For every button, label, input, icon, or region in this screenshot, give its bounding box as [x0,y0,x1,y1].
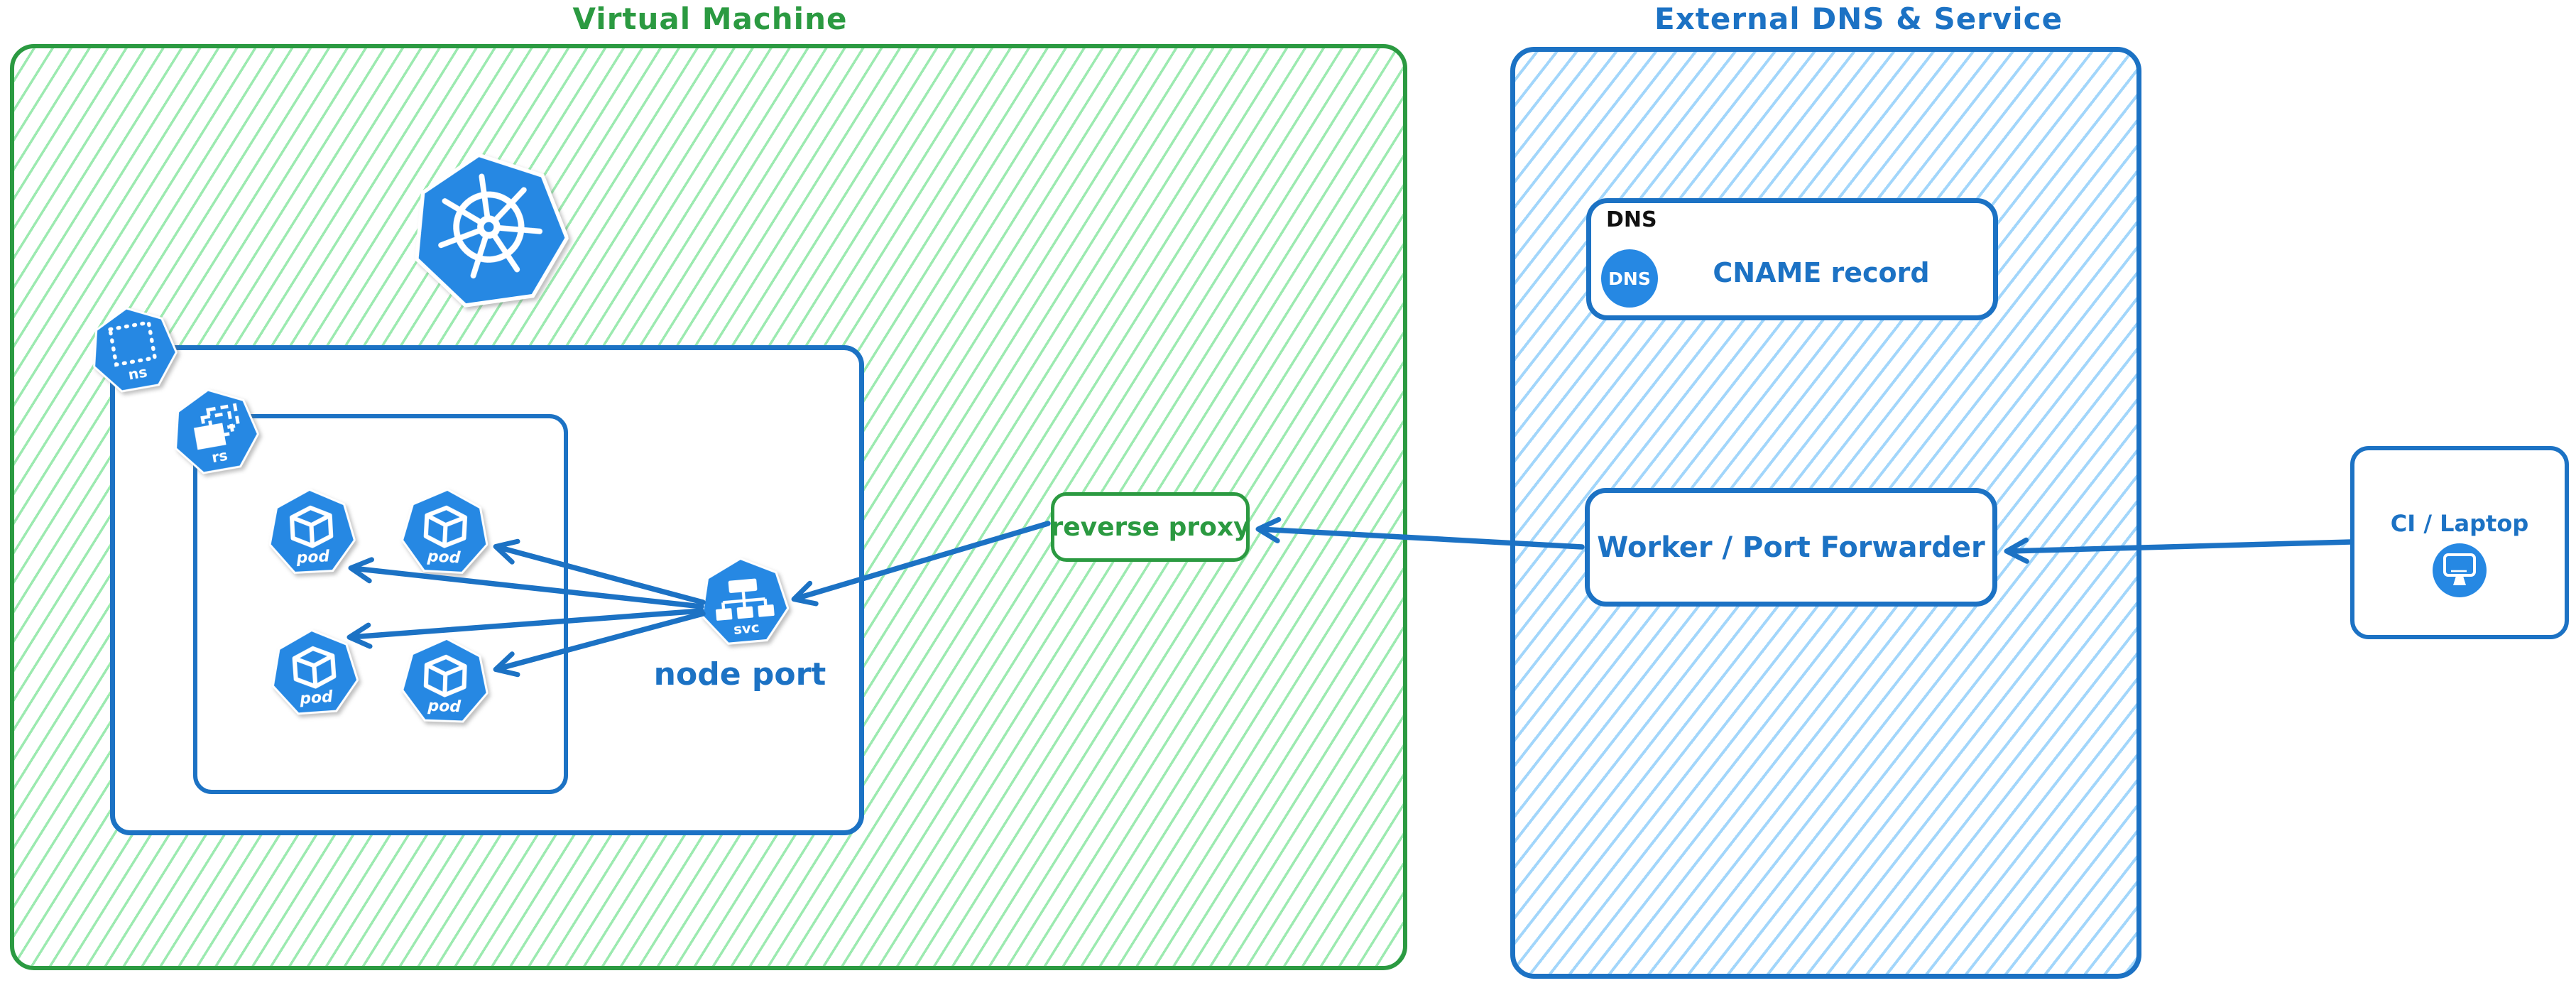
virtual-machine-title: Virtual Machine [572,1,848,36]
dns-badge-icon: DNS [1601,249,1658,308]
ci-laptop-label: CI / Laptop [2390,510,2529,537]
pod-label: pod [427,697,462,717]
namespace-icon-label: ns [127,363,148,383]
pod-icon-4: pod [401,637,489,723]
replicaset-icon: rs [175,389,260,474]
replicaset-box [193,414,568,794]
pod-label: pod [295,548,330,567]
pod-label: pod [298,688,333,708]
pod-icon-2: pod [400,488,489,575]
dns-record-box [1586,198,1998,320]
ci-laptop-box: CI / Laptop [2350,446,2569,639]
replicaset-icon-label: rs [210,447,229,466]
pod-icon-3: pod [271,629,359,715]
namespace-icon: ns [93,307,178,393]
pod-label: pod [426,548,461,567]
worker-port-forwarder-label: Worker / Port Forwarder [1597,531,1985,564]
cname-record-label: CNAME record [1713,257,1930,288]
kubernetes-icon [415,153,569,308]
node-port-caption: node port [653,656,826,693]
service-icon-label: svc [733,619,760,638]
monitor-icon [2433,543,2487,597]
pod-icon-1: pod [268,488,356,575]
reverse-proxy-label: reverse proxy [1050,512,1250,542]
external-dns-service-title: External DNS & Service [1654,1,2063,36]
dns-tag-label: DNS [1606,207,1657,232]
dns-badge-label: DNS [1608,268,1651,289]
reverse-proxy-box: reverse proxy [1050,492,1250,562]
worker-port-forwarder-box: Worker / Port Forwarder [1585,488,1997,607]
service-icon: svc [701,557,790,645]
